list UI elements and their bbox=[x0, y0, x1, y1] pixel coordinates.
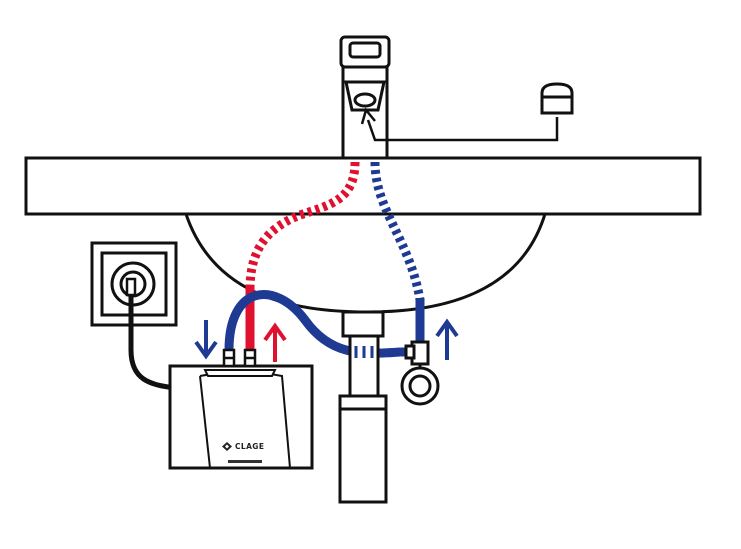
brand-logo-text: CLAGE bbox=[235, 441, 265, 451]
cold-inlet-up-arrow bbox=[435, 318, 459, 360]
brand-mark-icon bbox=[222, 441, 232, 451]
aerator-icon bbox=[540, 82, 574, 115]
heater-brand-logo: CLAGE bbox=[222, 438, 282, 454]
cold-supply-hose bbox=[224, 290, 416, 358]
hot-flex-hose bbox=[245, 161, 360, 291]
heater-connectors bbox=[222, 348, 257, 368]
siphon-trap-icon bbox=[338, 310, 388, 504]
cold-flex-hose bbox=[370, 161, 425, 301]
siphon-ring-marks bbox=[354, 346, 374, 358]
countertop bbox=[24, 156, 702, 216]
faucet-icon bbox=[339, 35, 391, 162]
aerator-pointer-line bbox=[366, 117, 559, 142]
water-heater-icon bbox=[168, 364, 314, 470]
power-cable bbox=[128, 282, 177, 391]
shutoff-valve-icon[interactable] bbox=[400, 340, 440, 406]
model-label-strip bbox=[228, 460, 262, 463]
power-plug bbox=[125, 277, 137, 297]
aerator-pointer-arrowhead bbox=[360, 107, 376, 125]
cold-flow-down-arrow bbox=[194, 320, 218, 360]
hot-flow-up-arrow bbox=[263, 322, 287, 362]
washbasin-bowl bbox=[184, 213, 547, 314]
